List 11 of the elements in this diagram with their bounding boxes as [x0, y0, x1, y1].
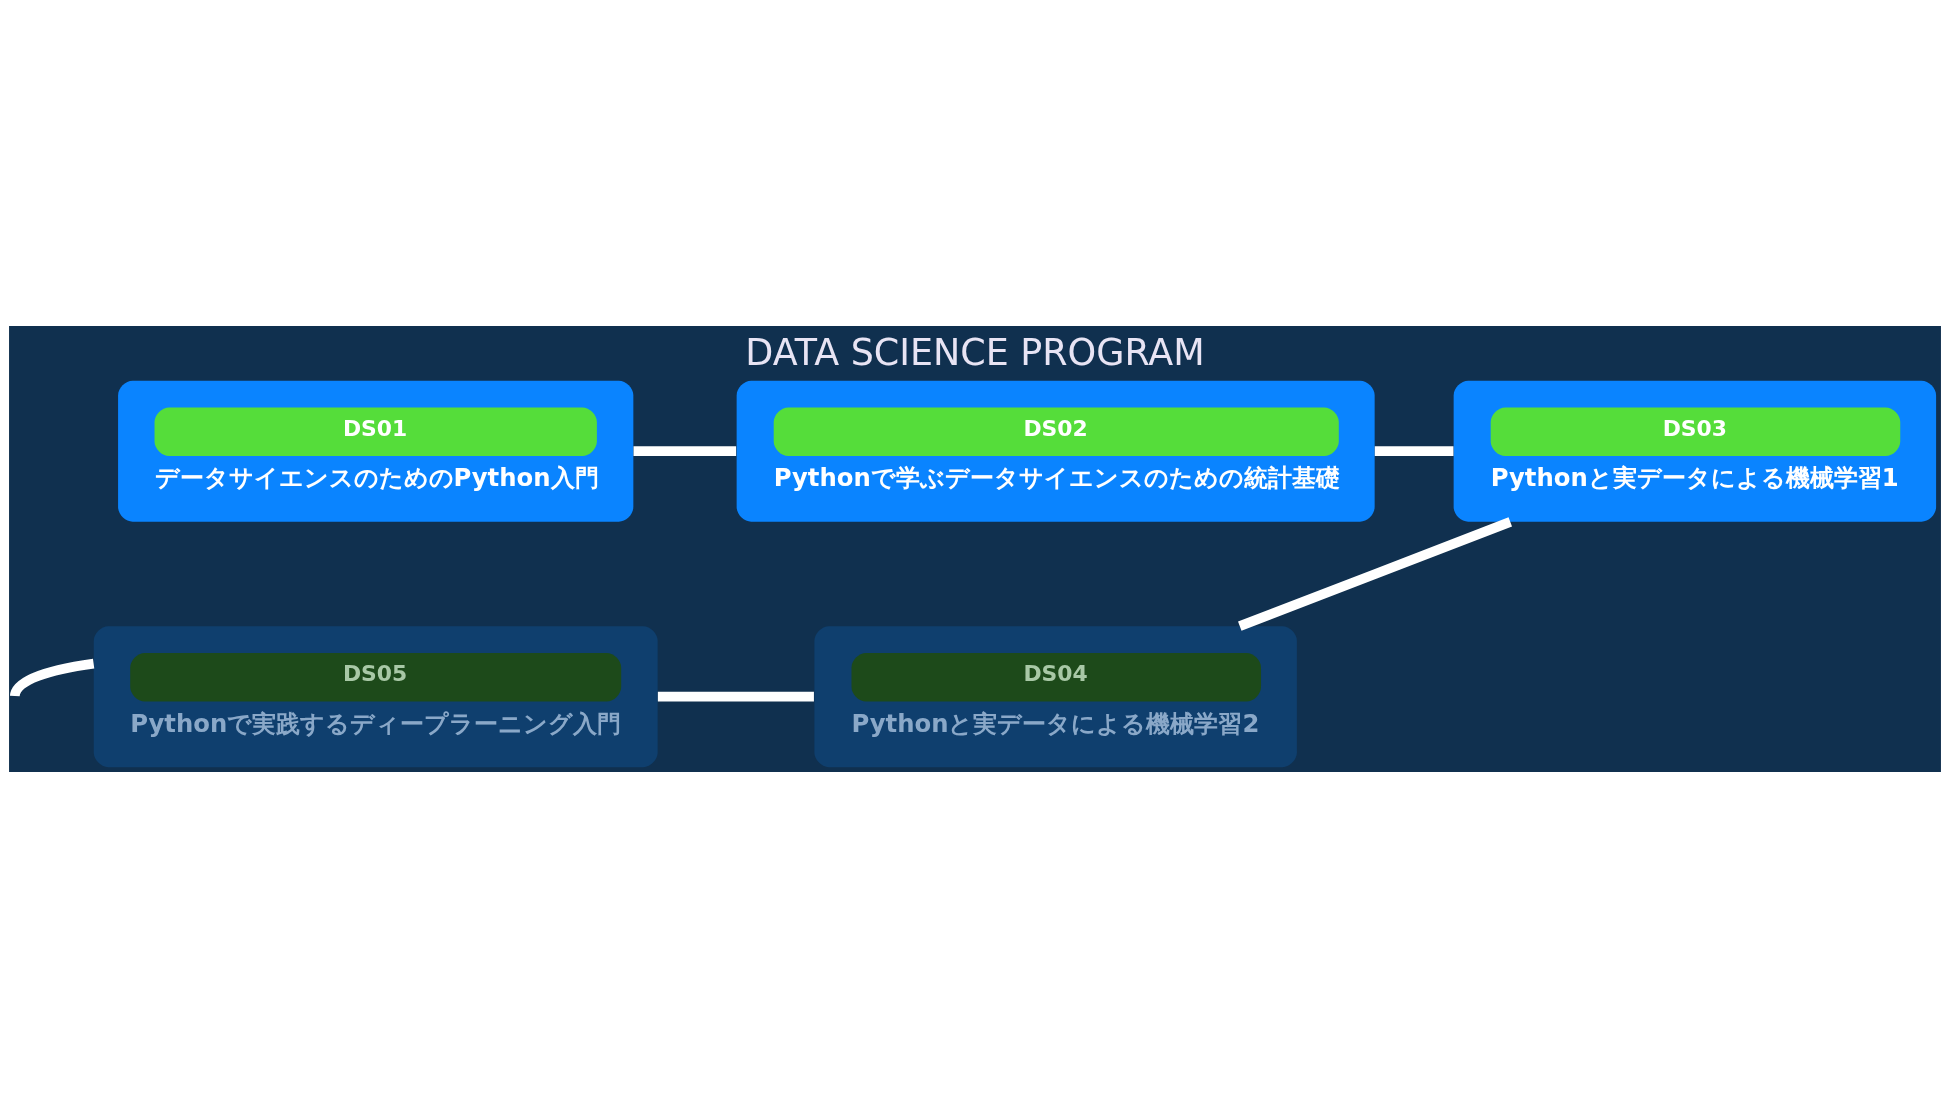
connector	[1238, 516, 1513, 631]
connector	[10, 658, 95, 697]
diagram-title: DATA SCIENCE PROGRAM	[745, 330, 1205, 374]
node-box: DS03 Pythonと実データによる機械学習1	[1453, 380, 1937, 522]
connector	[657, 691, 814, 701]
connector	[633, 445, 737, 456]
node-box: DS04 Pythonと実データによる機械学習2	[814, 625, 1297, 767]
node-box: DS05 Pythonで実践するディープラーニング入門	[93, 625, 658, 767]
node-box: DS02 Pythonで学ぶデータサイエンスのための統計基礎	[736, 380, 1375, 522]
connector	[1374, 445, 1454, 456]
node-box: DS01 データサイエンスのためのPython入門	[118, 380, 634, 522]
